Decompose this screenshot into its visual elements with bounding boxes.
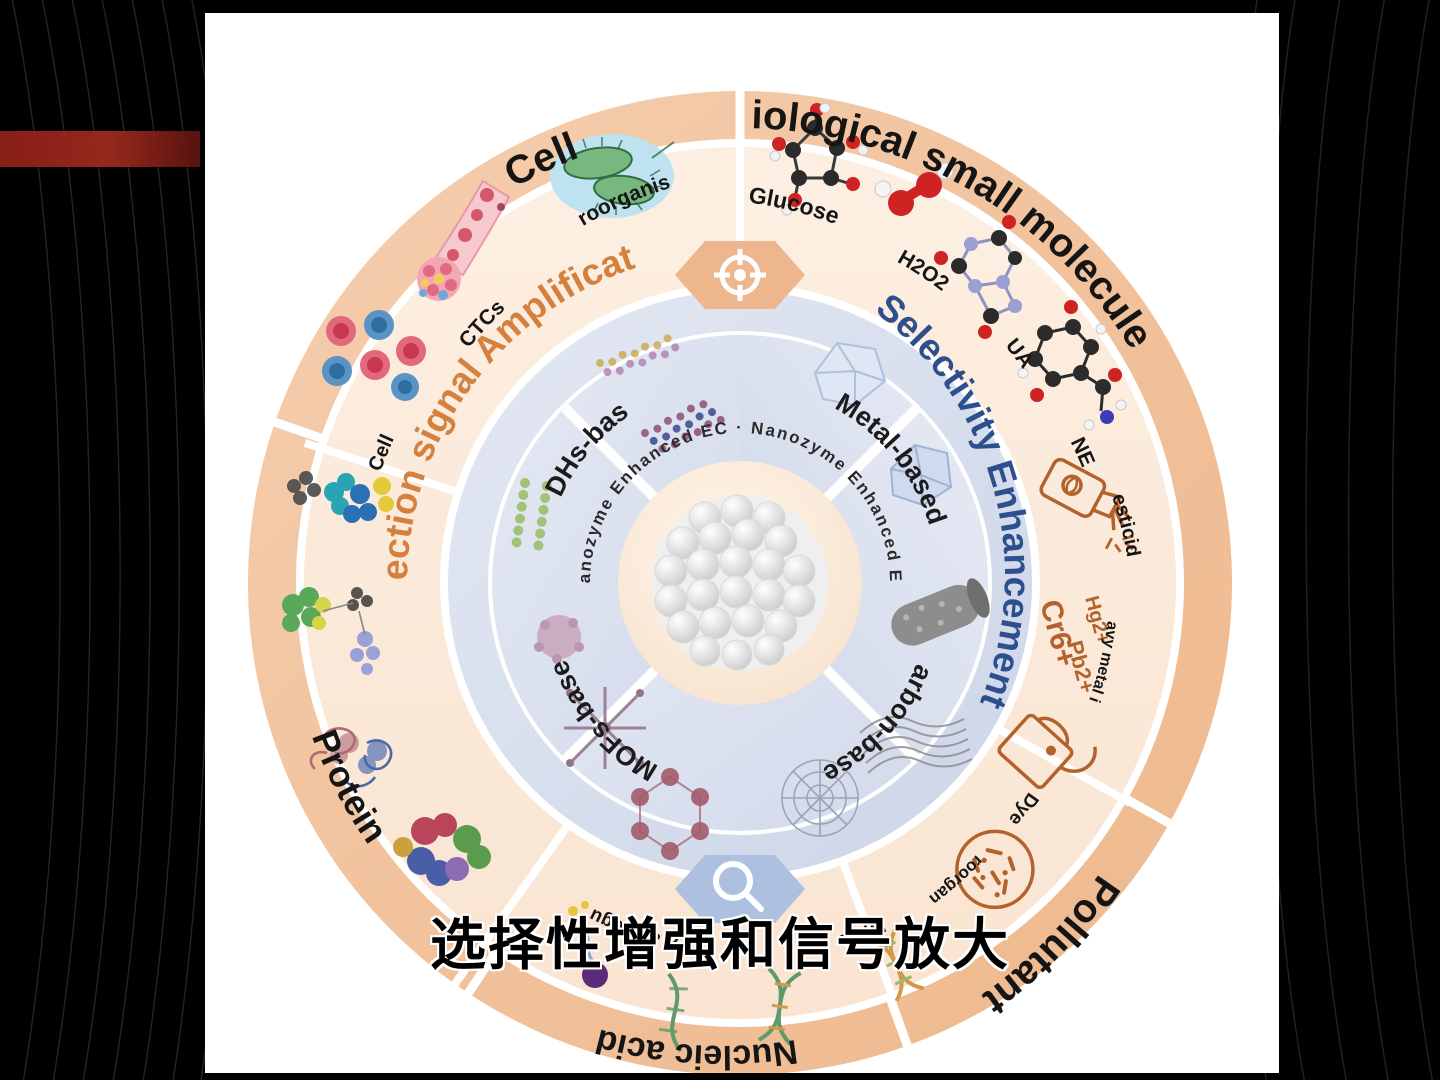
petri-dish-icon bbox=[955, 829, 1035, 910]
hydrogen-peroxide-molecule-icon bbox=[874, 162, 954, 216]
norepinephrine-molecule-icon bbox=[1017, 300, 1127, 431]
figure-panel: · Nanozyme Enhanced EC · Nanozyme Enhanc… bbox=[205, 13, 1279, 1073]
content-ring-art bbox=[282, 102, 1134, 1053]
protein-structure-2-icon bbox=[282, 587, 380, 675]
protein-structure-3-icon bbox=[309, 727, 393, 788]
nanorod-chain-icon bbox=[511, 478, 552, 551]
carbon-nanotube-icon bbox=[891, 578, 990, 646]
metal-crystal-b-icon bbox=[889, 443, 953, 507]
dna-helix-icon bbox=[868, 927, 925, 1003]
target-banner[interactable] bbox=[675, 241, 805, 309]
target-crosshair-icon bbox=[714, 249, 766, 301]
glucose-molecule-icon bbox=[769, 102, 869, 216]
rna-strand-icon bbox=[659, 972, 688, 1053]
blood-cells-icon bbox=[322, 310, 426, 401]
nanoparticle-cluster-icon bbox=[652, 494, 828, 671]
ldh-sheet-icon bbox=[641, 400, 725, 453]
circulating-tumor-cells-icon bbox=[417, 179, 511, 301]
mof-star-icon bbox=[564, 687, 646, 769]
concept-wheel: · Nanozyme Enhanced EC · Nanozyme Enhanc… bbox=[205, 13, 1279, 1073]
mof-ring-icon bbox=[631, 768, 709, 860]
metal-crystal-a-icon bbox=[813, 341, 887, 407]
spray-bottle-icon bbox=[1039, 457, 1134, 553]
protein-structure-4-icon bbox=[393, 813, 491, 886]
mof-cluster-icon bbox=[534, 615, 584, 664]
dna-helix-icon-2 bbox=[757, 967, 802, 1046]
aptamer-icon bbox=[568, 901, 608, 988]
accent-bar bbox=[0, 131, 200, 167]
quadrant-specimens bbox=[511, 334, 990, 860]
fullerene-lattice-icon bbox=[781, 759, 859, 837]
uric-acid-molecule-icon bbox=[934, 215, 1022, 339]
graphene-sheet-icon bbox=[859, 716, 973, 774]
search-banner[interactable] bbox=[675, 855, 805, 923]
protein-structure-1-icon bbox=[287, 471, 394, 523]
ldh-layer-icon bbox=[596, 334, 680, 376]
slide-caption: 选择性增强和信号放大 bbox=[430, 913, 1010, 978]
paint-can-icon bbox=[997, 713, 1097, 790]
magnifier-icon bbox=[713, 861, 764, 912]
bacteria-icon bbox=[550, 134, 675, 218]
